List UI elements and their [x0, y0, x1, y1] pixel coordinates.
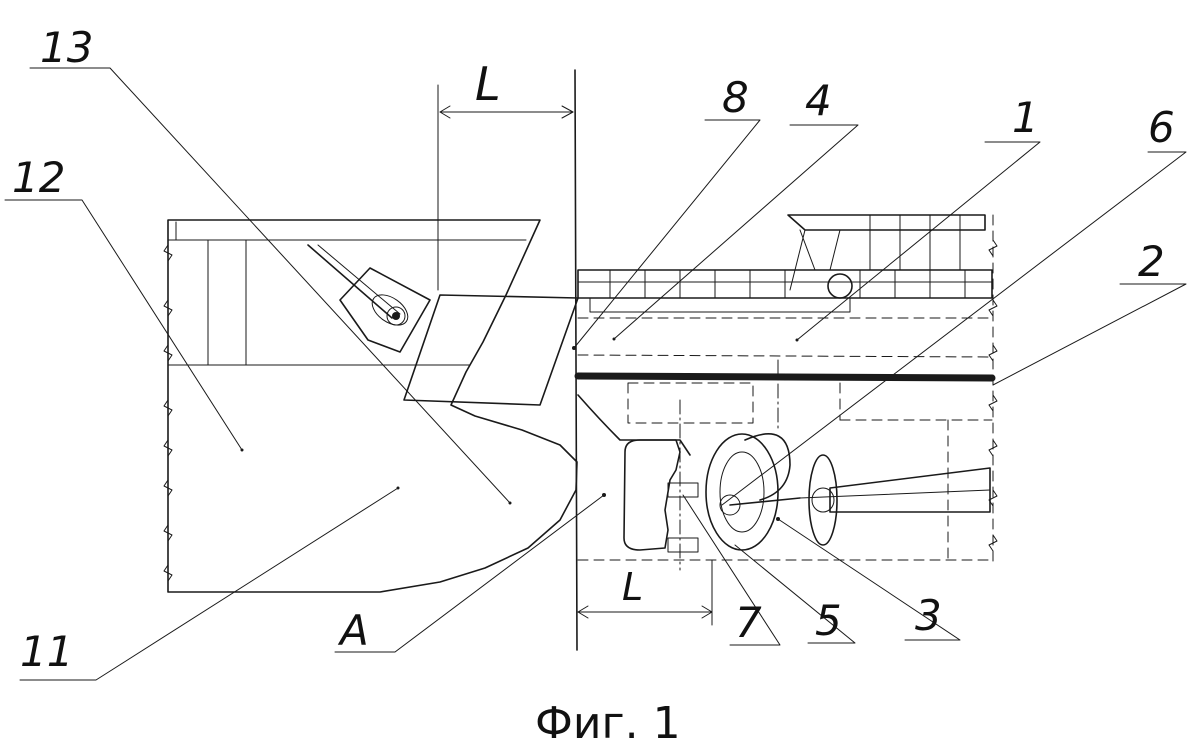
callout-2: 2 — [1138, 237, 1165, 286]
pusher-stern-zigzag — [163, 244, 173, 582]
barge-right-zigzag — [988, 239, 998, 552]
coupling-pivot-center — [392, 312, 400, 320]
leader-13 — [29, 67, 511, 504]
dimension-label-top: L — [475, 57, 501, 111]
leader-4 — [613, 124, 859, 340]
pusher-bow-frame — [403, 294, 579, 406]
bollard — [827, 273, 853, 299]
compartment-5 — [577, 354, 993, 358]
callout-3: 3 — [915, 591, 942, 640]
deckhouse-frame — [789, 214, 961, 291]
leader-6 — [721, 151, 1187, 506]
deck-beam — [574, 372, 996, 382]
deck-rail-posts — [609, 269, 966, 299]
coupling-arm — [307, 244, 393, 319]
callout-7: 7 — [735, 598, 762, 647]
deckhouse-roof — [787, 214, 986, 231]
coupling-socket-lower — [667, 537, 699, 553]
callout-5: 5 — [815, 596, 842, 645]
nozzle-inner — [719, 451, 765, 533]
dimension-L-top — [437, 84, 574, 291]
coupling-ring — [371, 294, 409, 326]
compartment-1 — [627, 382, 754, 424]
coupling-socket-upper — [667, 482, 699, 498]
leader-A — [334, 494, 605, 653]
pusher-vessel — [163, 219, 606, 593]
leader-11 — [19, 487, 399, 681]
propeller-2-hub — [811, 487, 835, 513]
nozzle-outer — [705, 433, 779, 551]
shaft-housing — [829, 467, 991, 513]
callout-4: 4 — [805, 76, 832, 125]
propulsor-block — [623, 439, 681, 551]
dimension-label-bottom: L — [622, 565, 643, 609]
coupling-bracket — [339, 267, 431, 353]
leader-5 — [734, 544, 856, 644]
shaft-center — [799, 489, 991, 499]
pusher-hull-outline — [167, 219, 578, 593]
shaft-1 — [729, 497, 801, 506]
leader-2 — [992, 283, 1187, 386]
callout-A: A — [337, 606, 369, 655]
leader-7 — [682, 494, 781, 646]
callout-13: 13 — [40, 23, 93, 72]
figure-caption: Фиг. 1 — [535, 698, 681, 749]
propeller-hub — [719, 494, 741, 516]
leader-12 — [4, 199, 243, 451]
nozzle-arm — [744, 433, 791, 501]
callout-11: 11 — [20, 627, 73, 676]
barge-stern-vertical — [574, 69, 578, 651]
callout-8: 8 — [722, 73, 749, 122]
callout-12: 12 — [12, 153, 65, 202]
leader-1 — [796, 141, 1041, 341]
stern-recess — [577, 394, 691, 456]
leader-lines — [4, 67, 1187, 681]
propeller-2-blade — [808, 454, 838, 546]
barge-vessel — [572, 69, 998, 651]
dimension-L-bottom — [577, 559, 713, 626]
leader-3 — [777, 518, 961, 641]
leader-8 — [573, 119, 761, 349]
callout-6: 6 — [1148, 103, 1175, 152]
callout-1: 1 — [1012, 93, 1039, 142]
deck-plate — [589, 297, 851, 313]
